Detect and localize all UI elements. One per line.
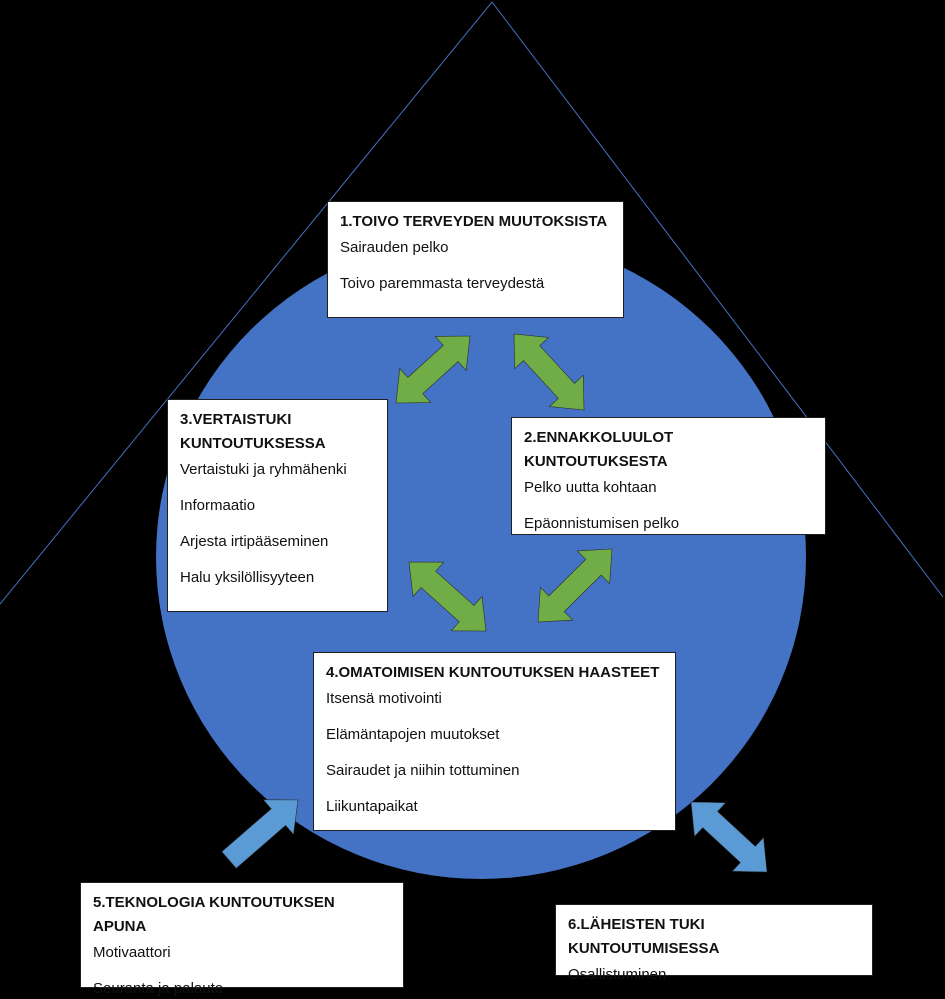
box-4-challenges: 4.OMATOIMISEN KUNTOUTUKSEN HAASTEET Itse… xyxy=(313,652,676,831)
box-4-item: Liikuntapaikat xyxy=(326,798,418,815)
double-arrow-circle-b6 xyxy=(690,801,768,873)
box-3-item: Arjesta irtipääseminen xyxy=(180,533,329,550)
box-4-item: Elämäntapojen muutokset xyxy=(326,726,500,743)
box-5-technology: 5.TEKNOLOGIA KUNTOUTUKSEN APUNA Motivaat… xyxy=(80,882,404,997)
box-1-hope: 1.TOIVO TERVEYDEN MUUTOKSISTA Sairauden … xyxy=(327,201,624,318)
box-3-title: 3.VERTAISTUKI KUNTOUTUKSESSA xyxy=(180,411,326,452)
double-arrow-b3-b4 xyxy=(408,561,487,632)
arrows-layer xyxy=(221,333,768,873)
double-arrow-b1-b2 xyxy=(513,333,585,411)
box-6-family-support: 6.LÄHEISTEN TUKI KUNTOUTUMISESSA Osallis… xyxy=(555,904,873,983)
box-2-prejudices: 2.ENNAKKOLUULOT KUNTOUTUKSESTA Pelko uut… xyxy=(511,417,826,535)
box-3-item: Vertaistuki ja ryhmähenki xyxy=(180,461,347,478)
arrow-b5-circle xyxy=(221,799,299,869)
box-5-item: Seuranta ja palaute xyxy=(93,980,224,997)
box-4-item: Sairaudet ja niihin tottuminen xyxy=(326,762,520,779)
box-6-title: 6.LÄHEISTEN TUKI KUNTOUTUMISESSA xyxy=(568,916,720,957)
box-3-item: Halu yksilöllisyyteen xyxy=(180,569,315,586)
triangle-outline xyxy=(0,1,944,605)
box-3-item: Informaatio xyxy=(180,497,256,514)
box-2-item: Pelko uutta kohtaan xyxy=(524,479,657,496)
box-5-item: Motivaattori xyxy=(93,944,171,961)
box-5-title: 5.TEKNOLOGIA KUNTOUTUKSEN APUNA xyxy=(93,894,335,935)
box-1-item: Sairauden pelko xyxy=(340,239,449,256)
box-6-item: Osallistuminen xyxy=(568,966,667,983)
double-arrow-b1-b3 xyxy=(395,335,471,404)
double-arrow-b2-b4 xyxy=(537,548,613,623)
box-1-title: 1.TOIVO TERVEYDEN MUUTOKSISTA xyxy=(340,213,608,230)
box-4-title: 4.OMATOIMISEN KUNTOUTUKSEN HAASTEET xyxy=(326,664,660,681)
box-2-title: 2.ENNAKKOLUULOT KUNTOUTUKSESTA xyxy=(524,429,674,470)
box-1-item: Toivo paremmasta terveydestä xyxy=(340,275,545,292)
box-2-item: Epäonnistumisen pelko xyxy=(524,515,680,532)
box-4-item: Itsensä motivointi xyxy=(326,690,442,707)
box-3-peer-support: 3.VERTAISTUKI KUNTOUTUKSESSA Vertaistuki… xyxy=(167,399,388,612)
